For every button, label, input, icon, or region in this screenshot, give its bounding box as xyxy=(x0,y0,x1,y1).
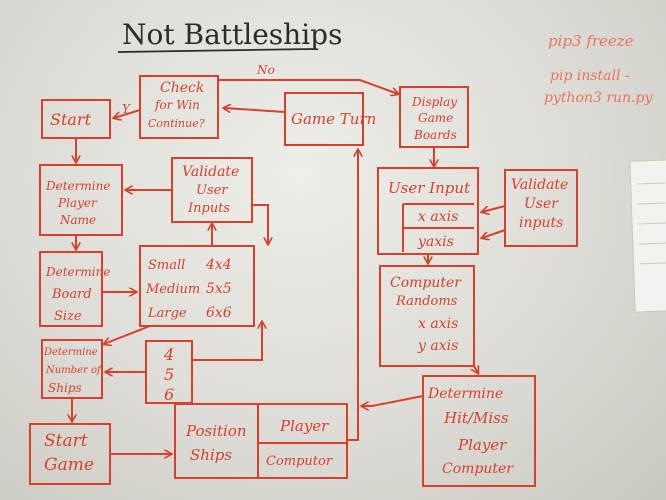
player-label: Player xyxy=(279,417,329,435)
arrow-randoms-to-hit xyxy=(474,366,478,373)
diagram-title: Not Battleships xyxy=(122,18,342,51)
box-determine-board xyxy=(39,251,103,327)
start-game-line-1: Start xyxy=(44,431,88,451)
position-line-2: Ships xyxy=(190,446,232,464)
box-sizes xyxy=(139,245,255,327)
det-player-line-1: Determine xyxy=(45,179,110,193)
arrow-sizes-to-ships xyxy=(104,325,151,344)
arrow-check-to-display xyxy=(218,79,398,94)
x-axis-label: x axis xyxy=(418,209,458,225)
ship-count-3: 6 xyxy=(164,385,174,404)
title-underline xyxy=(117,48,314,53)
validate-left-line-1: Validate xyxy=(182,164,239,180)
arrow-position-to-turn xyxy=(347,150,358,441)
size-dim-small: 4x4 xyxy=(205,257,232,273)
box-check-win xyxy=(139,75,219,139)
arrow-counts-to-validate xyxy=(192,322,262,361)
det-hit-line-1: Determine xyxy=(427,386,503,402)
validate-right-line-1: Validate xyxy=(511,177,568,193)
randoms-line-4: y axis xyxy=(417,338,458,354)
validate-left-line-3: Inputs xyxy=(187,201,230,216)
display-line-3: Boards xyxy=(413,128,457,142)
randoms-line-3: x axis xyxy=(418,316,458,332)
box-determine-hit xyxy=(422,375,536,487)
ship-count-2: 5 xyxy=(164,365,174,384)
box-computer-randoms xyxy=(379,265,475,367)
ship-count-1: 4 xyxy=(163,345,174,364)
box-game-turn xyxy=(284,92,364,146)
side-note-3: python3 run.py xyxy=(544,90,653,106)
check-line-3: Continue? xyxy=(148,117,205,130)
display-line-2: Game xyxy=(418,111,453,125)
side-note-1: pip3 freeze xyxy=(548,32,634,50)
arrow-validate-loop xyxy=(252,204,268,244)
game-turn-label: Game Turn xyxy=(291,110,376,128)
position-line-1: Position xyxy=(185,422,247,440)
size-name-medium: Medium xyxy=(145,282,200,297)
det-ships-line-1: Determine xyxy=(43,347,98,358)
box-validate-right xyxy=(504,169,578,247)
check-line-1: Check xyxy=(160,80,204,96)
y-axis-label: yaxis xyxy=(417,234,454,250)
size-dim-medium: 5x5 xyxy=(206,281,232,297)
computer-label: Computor xyxy=(266,454,333,469)
check-line-2: for Win xyxy=(154,98,200,112)
validate-right-line-2: User xyxy=(524,196,559,212)
validate-right-line-3: inputs xyxy=(519,215,563,231)
side-note-2: pip install - xyxy=(550,68,630,84)
det-player-line-2: Player xyxy=(57,196,98,210)
arrow-check-to-start xyxy=(114,109,141,118)
size-name-small: Small xyxy=(148,258,185,273)
det-hit-line-3: Player xyxy=(457,436,507,454)
randoms-line-2: Randoms xyxy=(395,294,458,309)
user-input-label: User Input xyxy=(388,179,471,197)
det-board-line-2: Board xyxy=(51,287,92,302)
arrow-turn-to-check xyxy=(224,108,286,113)
arrow-validate-to-x xyxy=(482,205,506,212)
size-dim-large: 6x6 xyxy=(206,305,232,321)
display-line-1: Display xyxy=(411,95,457,109)
arrow-validate-to-y xyxy=(482,229,506,238)
det-hit-line-4: Computer xyxy=(442,461,514,477)
det-board-line-3: Size xyxy=(54,309,82,324)
start-label: Start xyxy=(50,110,92,129)
det-ships-line-2: Number of xyxy=(45,365,103,376)
det-player-line-3: Name xyxy=(59,213,96,227)
validate-left-line-2: User xyxy=(196,183,228,198)
det-hit-line-2: Hit/Miss xyxy=(443,409,509,427)
size-name-large: Large xyxy=(147,306,187,321)
arrow-group xyxy=(72,79,506,454)
box-determine-player xyxy=(39,164,123,236)
det-board-line-1: Determine xyxy=(45,265,110,279)
arrow-hit-to-turn xyxy=(362,395,424,406)
start-game-line-2: Game xyxy=(44,455,94,475)
randoms-line-1: Computer xyxy=(390,275,462,291)
edge-label-no: No xyxy=(256,63,275,77)
det-ships-line-3: Ships xyxy=(48,381,82,395)
edge-label-yes: Y xyxy=(122,102,131,116)
